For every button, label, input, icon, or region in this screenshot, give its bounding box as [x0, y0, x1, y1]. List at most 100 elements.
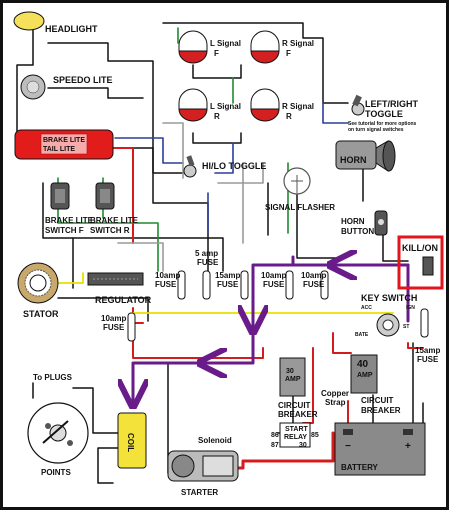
horn-button: HORN BUTTON: [341, 210, 388, 236]
cb30-num: 30: [286, 368, 294, 375]
fuse-5a-label-1: 5 amp: [195, 249, 218, 258]
l-signal-f-label: L Signal: [210, 39, 241, 48]
starter-solenoid: Solenoid STARTER: [167, 436, 239, 497]
r-signal-r-label: R Signal: [282, 102, 314, 111]
l-signal-r-label: L Signal: [210, 102, 241, 111]
fuse-15a-1-label-1: 15amp: [215, 271, 240, 280]
stator: STATOR: [17, 262, 59, 319]
relay-87: 87: [271, 442, 279, 449]
points-label: POINTS: [41, 468, 71, 477]
key-switch: KEY SWITCH ACC IGN BATE ST: [355, 293, 417, 338]
l-signal-r-pos: R: [214, 112, 220, 121]
copper-strap: Copper Strap: [321, 389, 349, 407]
brake-switch-f-label-2: SWITCH F: [45, 226, 84, 235]
tail-lite-label: TAIL LITE: [43, 146, 75, 153]
fuse-5a-label-2: FUSE: [197, 258, 219, 267]
signal-flasher: SIGNAL FLASHER: [265, 167, 335, 212]
brake-switch-f-label-1: BRAKE LITE: [45, 216, 94, 225]
horn-label: HORN: [340, 155, 367, 165]
coil: COIL: [117, 412, 147, 469]
fuse-15a-2-label-2: FUSE: [417, 355, 439, 364]
battery: − + BATTERY: [334, 422, 426, 476]
fuse-10a-2-label-1: 10amp: [261, 271, 286, 280]
copper-strap-label-1: Copper: [321, 389, 349, 398]
speedo-lite-label: SPEEDO LITE: [53, 75, 113, 85]
fuse-10a-4: 10amp FUSE: [101, 312, 136, 342]
key-switch-label: KEY SWITCH: [361, 293, 417, 303]
regulator-label: REGULATOR: [95, 295, 152, 305]
to-plugs-label: To PLUGS: [33, 373, 73, 382]
r-signal-f-label: R Signal: [282, 39, 314, 48]
l-signal-rear: L Signal R: [178, 88, 241, 122]
regulator: REGULATOR: [87, 272, 152, 305]
l-signal-f-pos: F: [214, 49, 219, 58]
fuse-10a-4-label-1: 10amp: [101, 314, 126, 323]
fuse-5a: 5 amp FUSE: [195, 249, 219, 300]
fuse-15a-1: 15amp FUSE: [215, 270, 249, 300]
battery-label: BATTERY: [341, 463, 379, 472]
fuse-10a-1-label-2: FUSE: [155, 280, 177, 289]
toggle-note-2: on turn signal switches: [348, 127, 404, 133]
cb40-amp: AMP: [357, 372, 373, 379]
brake-switch-r-label-1: BRAKE LITE: [90, 216, 139, 225]
fuse-10a-2: 10amp FUSE: [261, 270, 294, 300]
headlight: HEADLIGHT: [13, 11, 98, 34]
fuse-10a-2-label-2: FUSE: [263, 280, 285, 289]
battery-plus: +: [405, 441, 411, 452]
horn: HORN: [335, 140, 396, 172]
l-signal-front: L Signal F: [178, 30, 241, 64]
left-right-toggle: LEFT/RIGHT TOGGLE See tutorial for more …: [348, 94, 418, 133]
cb30-amp: AMP: [285, 376, 301, 383]
fuse-10a-3-label-2: FUSE: [303, 280, 325, 289]
starter-label: STARTER: [181, 488, 218, 497]
wires: [16, 20, 424, 484]
key-st-label: ST: [403, 324, 409, 330]
r-signal-front: R Signal F: [250, 30, 314, 64]
signal-flasher-label: SIGNAL FLASHER: [265, 203, 335, 212]
relay-85: 85: [311, 432, 319, 439]
copper-strap-label-2: Strap: [325, 398, 346, 407]
start-relay-label-1: START: [285, 426, 309, 433]
brake-switch-rear: BRAKE LITE SWITCH R: [90, 182, 139, 235]
relay-30: 30: [299, 442, 307, 449]
horn-button-label-2: BUTTON: [341, 227, 374, 236]
key-ign-label: IGN: [406, 305, 415, 311]
toggle-note-1: See tutorial for more options: [348, 121, 417, 127]
cb-left-label-1: CIRCUIT: [278, 401, 311, 410]
cb40-num: 40: [357, 359, 369, 370]
battery-minus: −: [345, 441, 351, 452]
circuit-breaker-30a: 30 AMP CIRCUIT BREAKER: [278, 357, 318, 419]
kill-on-highlight-box: [397, 235, 444, 290]
fuse-15a-2: 15amp FUSE: [415, 308, 440, 364]
fuse-15a-2-label-1: 15amp: [415, 346, 440, 355]
headlight-label: HEADLIGHT: [45, 24, 98, 34]
fuse-10a-1: 10amp FUSE: [155, 270, 186, 300]
left-right-toggle-label-1: LEFT/RIGHT: [365, 99, 418, 109]
fuse-15a-1-label-2: FUSE: [217, 280, 239, 289]
key-acc-label: ACC: [361, 305, 372, 311]
coil-label: COIL: [126, 433, 135, 452]
r-signal-f-pos: F: [286, 49, 291, 58]
key-bate-label: BATE: [355, 332, 369, 338]
solenoid-label: Solenoid: [198, 436, 232, 445]
fuse-10a-3: 10amp FUSE: [301, 270, 329, 300]
hilo-toggle-label: HI/LO TOGGLE: [202, 161, 266, 171]
speedo-lite: SPEEDO LITE: [20, 74, 113, 100]
fuse-10a-4-label-2: FUSE: [103, 323, 125, 332]
start-relay-label-2: RELAY: [284, 434, 307, 441]
brake-switch-r-label-2: SWITCH R: [90, 226, 130, 235]
cb-right-label-2: BREAKER: [361, 406, 401, 415]
brake-switch-front: BRAKE LITE SWITCH F: [45, 182, 94, 235]
r-signal-rear: R Signal R: [250, 88, 314, 122]
motorcycle-wiring-diagram: HEADLIGHT SPEEDO LITE BRAKE LITE TAIL LI…: [13, 11, 444, 497]
fuse-10a-1-label-1: 10amp: [155, 271, 180, 280]
stator-label: STATOR: [23, 309, 59, 319]
circuit-breaker-40a: 40 AMP CIRCUIT BREAKER: [350, 354, 401, 415]
kill-on-switch: KILL/ON: [397, 235, 444, 290]
fuse-10a-3-label-1: 10amp: [301, 271, 326, 280]
cb-right-label-1: CIRCUIT: [361, 396, 394, 405]
horn-button-label-1: HORN: [341, 217, 365, 226]
hilo-toggle: HI/LO TOGGLE: [183, 155, 266, 178]
relay-86: 86: [271, 432, 279, 439]
